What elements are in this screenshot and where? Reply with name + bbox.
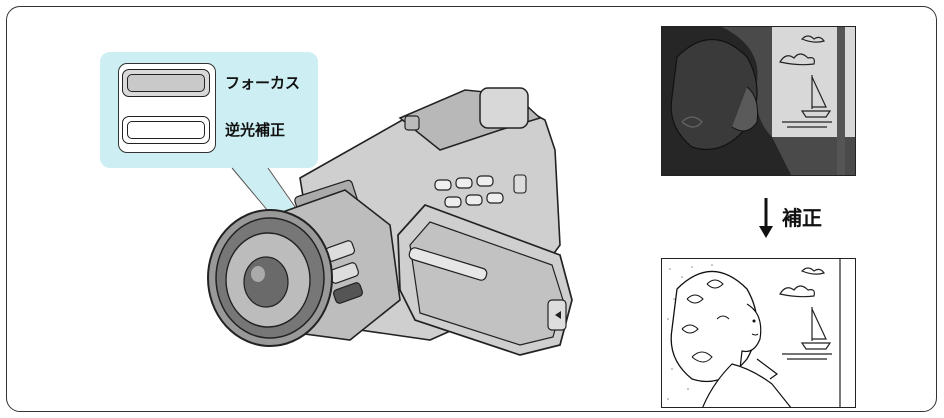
correction-label: 補正 <box>782 206 822 230</box>
backlight-button <box>122 116 210 144</box>
focus-button <box>122 69 210 97</box>
down-arrow-icon <box>759 198 773 238</box>
portrait-after-icon <box>662 259 855 407</box>
portrait-before-icon <box>662 27 855 175</box>
focus-label: フォーカス <box>225 74 301 92</box>
photo-before <box>661 26 856 176</box>
backlight-label: 逆光補正 <box>225 121 286 139</box>
photo-after <box>661 258 856 408</box>
